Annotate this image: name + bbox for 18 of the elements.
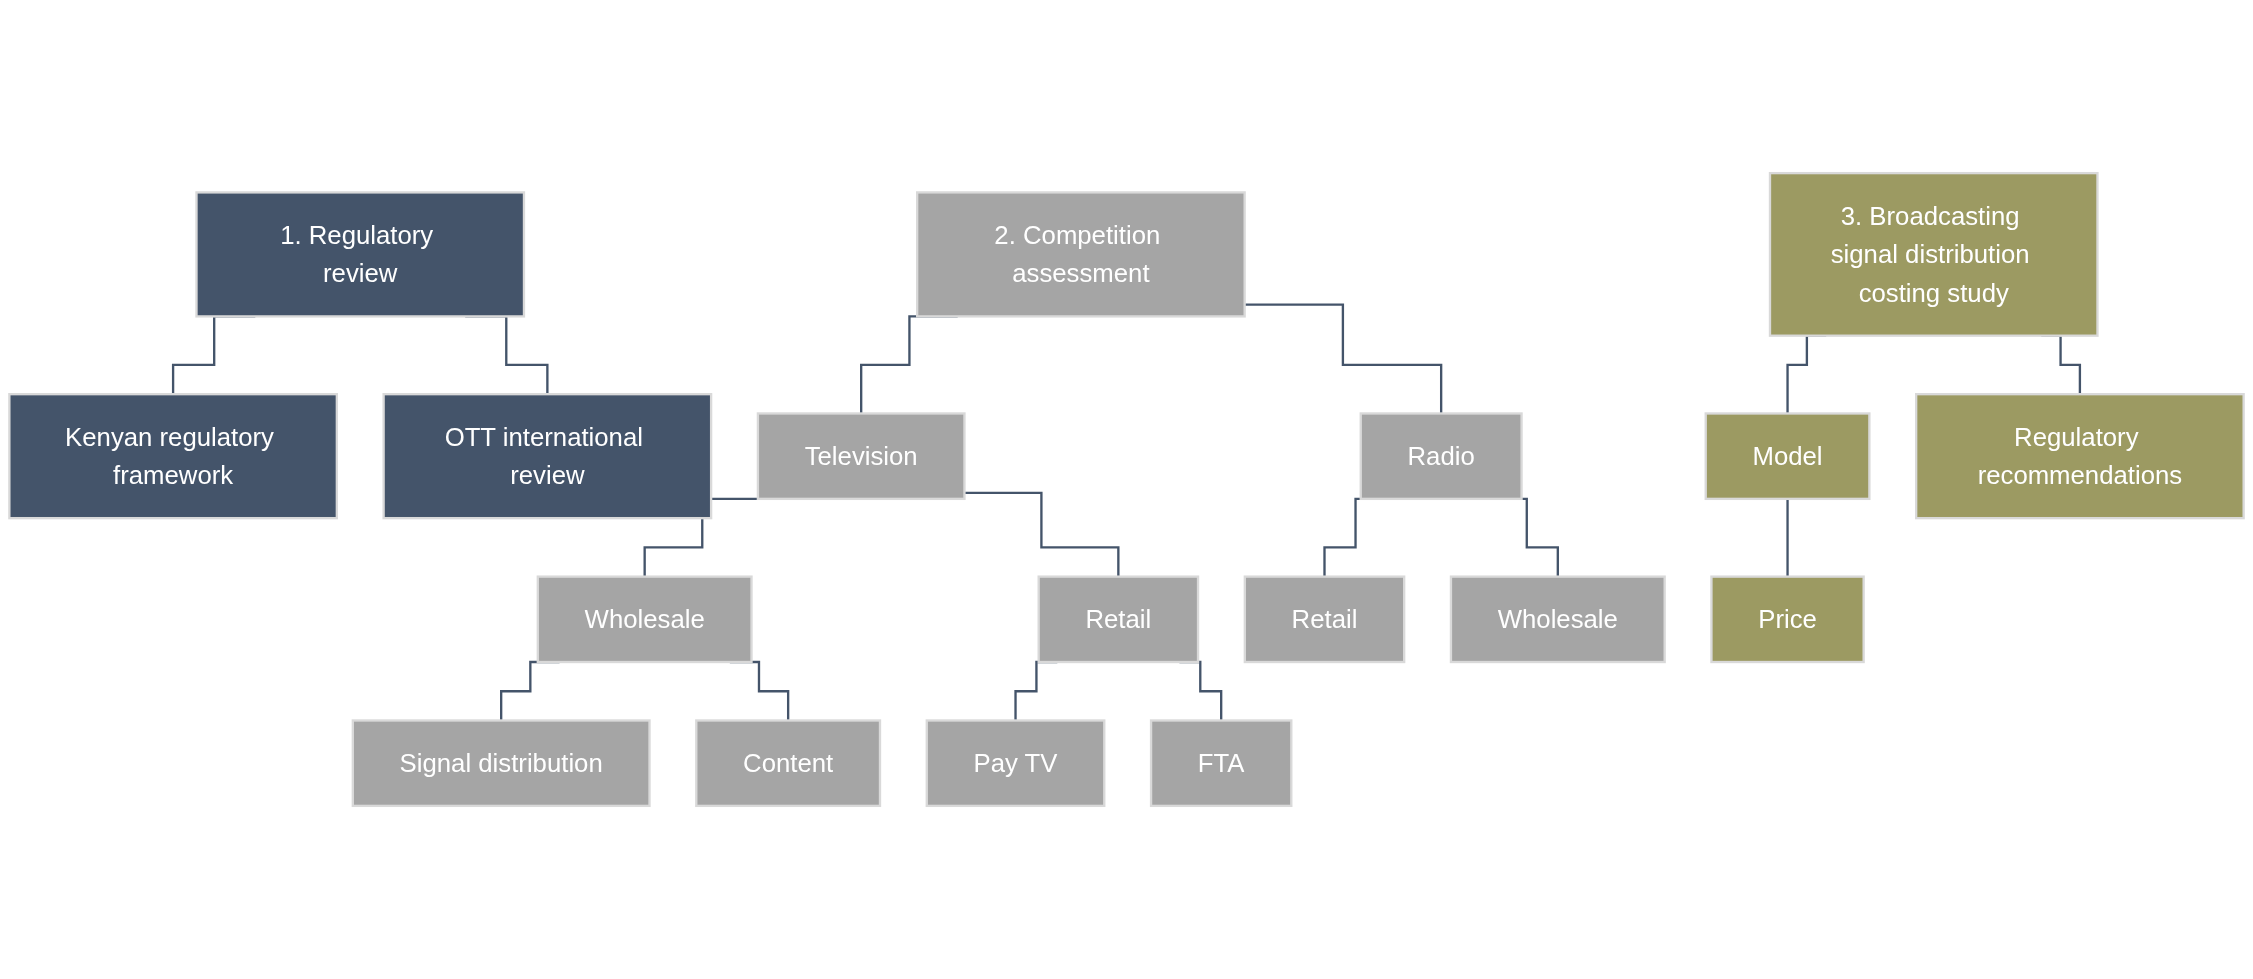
node-box: Wholesale <box>536 575 753 664</box>
node-box: Wholesale <box>1449 575 1666 664</box>
node-box: Pay TV <box>925 719 1106 808</box>
node-box: 1. Regulatory review <box>195 191 526 318</box>
node-box: FTA <box>1149 719 1293 808</box>
node-box: 2. Competition assessment <box>916 191 1246 318</box>
node-box: 3. Broadcasting signal distribution costing study <box>1768 171 2099 337</box>
node-box: Retail <box>1037 575 1200 664</box>
node-box: Regulatory recommendations <box>1915 393 2245 520</box>
node-box: Radio <box>1359 412 1523 501</box>
node-box: Kenyan regulatory framework <box>8 393 338 520</box>
node-box: OTT international review <box>382 393 713 520</box>
node-box: Price <box>1710 575 1865 664</box>
node-box: Model <box>1704 412 1871 501</box>
node-box: Signal distribution <box>351 719 651 808</box>
node-box: Retail <box>1243 575 1406 664</box>
node-box: Content <box>695 719 882 808</box>
node-box: Television <box>756 412 966 501</box>
